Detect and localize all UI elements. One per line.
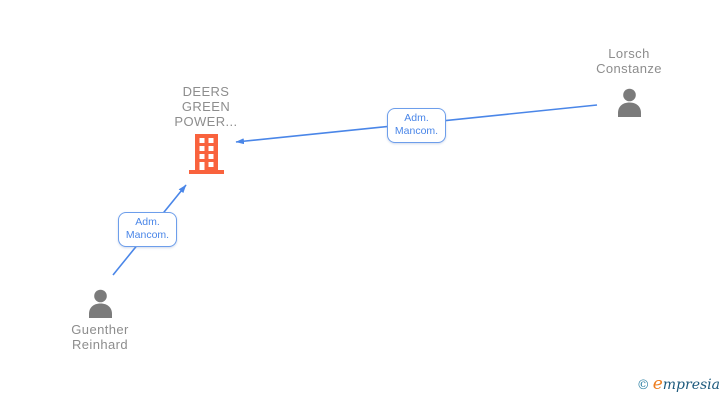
relationship-label-line: Adm. — [404, 112, 429, 124]
person-icon[interactable] — [84, 287, 117, 325]
shareholder-left-label[interactable]: Guenther Reinhard — [30, 322, 170, 352]
relationship-box-right: Adm. Mancom. — [387, 108, 446, 143]
copyright-icon: © — [636, 378, 650, 393]
company-label-line: DEERS — [182, 84, 230, 99]
company-label-line: POWER... — [174, 114, 238, 129]
relationship-label-line: Mancom. — [394, 125, 439, 137]
building-icon[interactable] — [188, 133, 225, 180]
shareholder-right-label[interactable]: Lorsch Constanze — [559, 46, 699, 76]
empresia-logo[interactable]: ©empresia — [637, 374, 720, 394]
shareholder-right-line: Lorsch — [608, 46, 650, 61]
logo-brand-initial: e — [652, 374, 663, 394]
company-label-line: GREEN — [181, 99, 231, 114]
logo-brand-rest: mpresia — [662, 377, 720, 393]
shareholder-left-line: Reinhard — [72, 337, 128, 352]
relationship-box-left: Adm. Mancom. — [118, 212, 177, 247]
relationship-label-line: Mancom. — [125, 229, 170, 241]
relationship-label-line: Adm. — [135, 216, 160, 228]
company-label[interactable]: DEERS GREEN POWER... — [136, 84, 276, 129]
shareholder-left-line: Guenther — [71, 322, 129, 337]
person-icon[interactable] — [613, 86, 646, 124]
shareholder-right-line: Constanze — [596, 61, 662, 76]
